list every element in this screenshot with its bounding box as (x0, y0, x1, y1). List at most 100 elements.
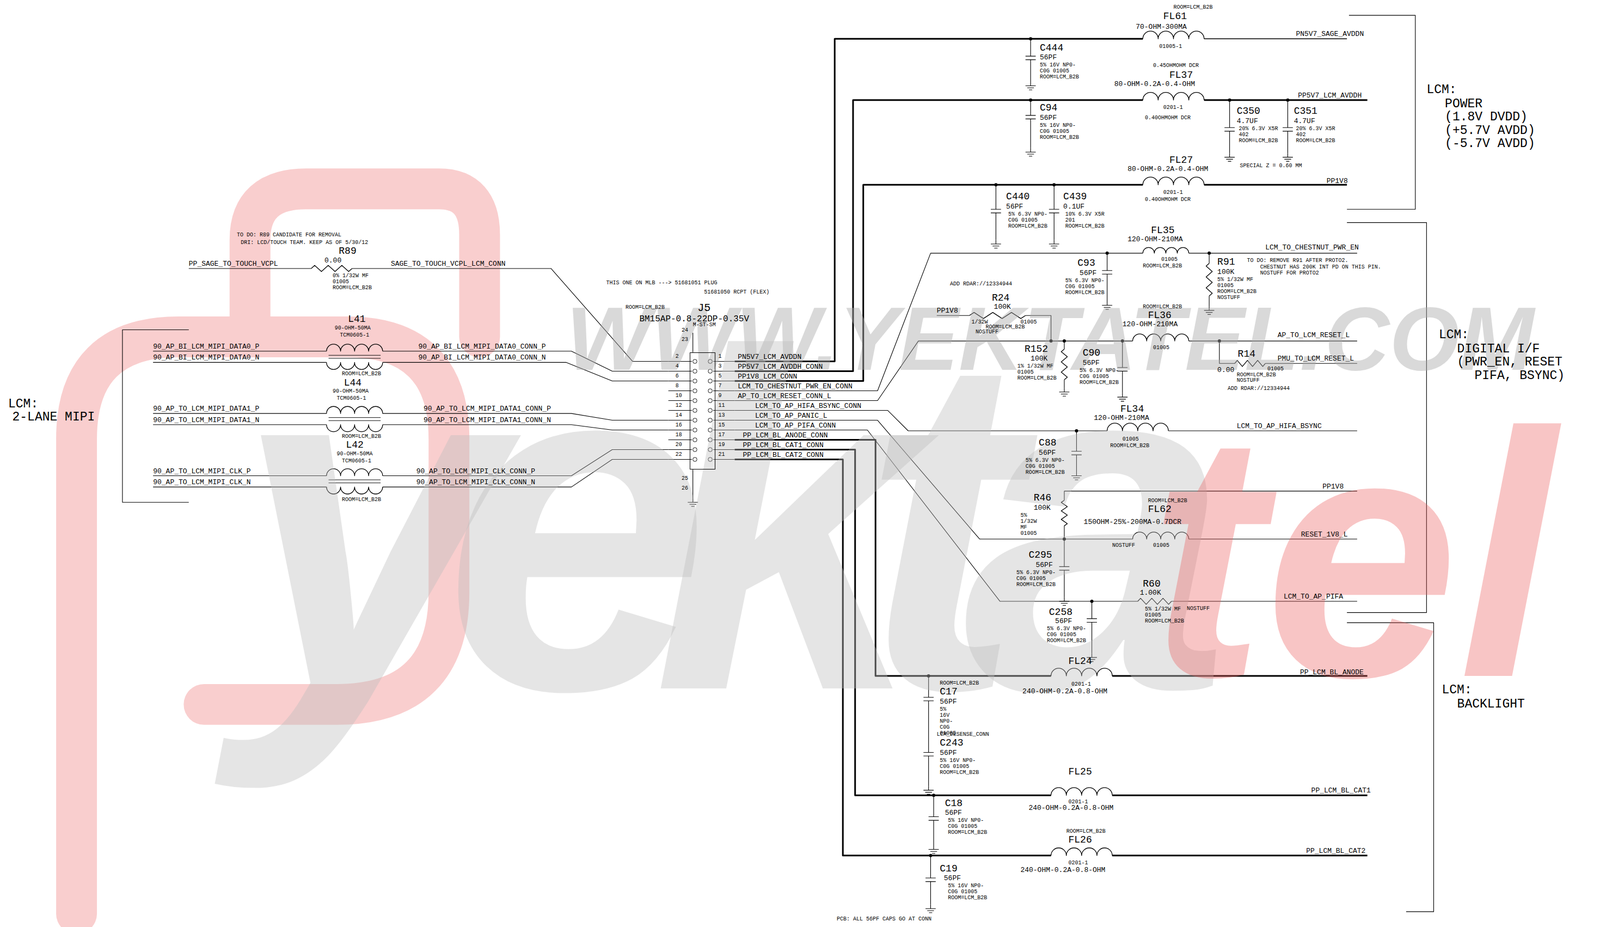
wire (382, 424, 669, 431)
pin-contact (693, 457, 697, 462)
junction-dot (1062, 339, 1066, 343)
net-name: PP_LCM_BL_CAT2_CONN (743, 451, 824, 459)
ground-symbol (923, 785, 934, 794)
wire (1188, 538, 1358, 539)
part-spec: 5% 6.3V NP0-C0G 01005 ROOM=LCM_B2B (1025, 457, 1065, 476)
pin-stub (668, 380, 692, 382)
ref-designator: C18 (945, 798, 963, 808)
wire (1064, 490, 1358, 492)
capacitor-symbol (925, 855, 936, 905)
note-text: 90-OHM-50MA (332, 388, 369, 395)
wire (734, 340, 1133, 401)
wire (734, 430, 1138, 602)
part-number: BM15AP-0.8-22DP-0.35V (639, 314, 750, 324)
resistor-symbol (1061, 499, 1068, 526)
wire (734, 253, 1144, 391)
bracket (1346, 15, 1416, 210)
ground-symbol (1025, 81, 1036, 90)
part-value: 4.7UF (1294, 117, 1316, 125)
note-text: 2 (675, 353, 679, 360)
wire (152, 475, 327, 476)
net-name: PP_LCM_BL_CAT1 (1311, 786, 1371, 794)
note-text: 01005 (1153, 345, 1170, 351)
part-spec: 5% 16V NP0-C0G 01005 ROOM=LCM_B2B (947, 817, 988, 836)
wire (382, 362, 669, 381)
net-name: 90_AP_TO_LCM_MIPI_CLK_P (152, 467, 251, 475)
note-text: 6 (675, 373, 679, 379)
part-value: 56PF (1039, 53, 1057, 61)
bracket (1346, 622, 1434, 911)
pin-stub (713, 409, 735, 411)
watermark: tel (1148, 381, 1556, 730)
note-text: 9 (718, 393, 722, 399)
part-value: 56PF (1035, 561, 1053, 569)
note-text: ROOM=LCM_B2B (341, 433, 382, 440)
note-text: ADD RDAR://12334944 (949, 281, 1013, 287)
note-text: ADD RDAR://12334944 (1227, 385, 1290, 392)
capacitor-symbol (1086, 601, 1097, 654)
pin-contact (693, 427, 697, 432)
note-text: NOSTUFF FOR PROTO2 (1260, 270, 1320, 277)
note-text: 16 (675, 422, 683, 428)
pin-stub (668, 409, 692, 411)
part-value: 80-OHM-0.2A-0.4-OHM (1114, 80, 1195, 88)
net-name: PP1V8 (1322, 482, 1344, 490)
part-spec: 5% 16V NP0-C0G 01005 ROOM=LCM_B2B (1039, 62, 1080, 81)
net-name: 90_AP_TO_LCM_MIPI_DATA1_CONN_P (423, 405, 551, 413)
capacitor-symbol (990, 184, 1002, 240)
net-name: 90_AP_BI_LCM_MIPI_DATA0_CONN_N (418, 353, 547, 361)
net-name: 90_AP_TO_LCM_MIPI_CLK_CONN_N (416, 478, 536, 486)
junction-dot (928, 853, 933, 857)
part-value: 56PF (939, 749, 957, 757)
note-text: ROOM=LCM_B2B (1173, 4, 1213, 11)
note-text: 01005 (1267, 366, 1284, 372)
capacitor-symbol (928, 794, 940, 845)
part-spec: 5% 1/32W MF 01005 ROOM=LCM_B2B (1144, 605, 1185, 624)
part-value: 56PF (1006, 203, 1023, 211)
part-value: 56PF (1038, 449, 1056, 457)
note-text: 0.45OHMOHM DCR (1153, 63, 1199, 69)
note-text: 0201-1 (1071, 681, 1091, 688)
capacitor-symbol (1025, 100, 1036, 149)
group-heading: (1.8V DVDD) (1444, 111, 1528, 124)
net-name: PP5V7_LCM_AVDDH (1297, 92, 1362, 100)
pin-contact (708, 388, 713, 393)
note-text: 5 (718, 373, 722, 379)
note-text: LCM_DESENSE_CONN (936, 731, 990, 738)
ground-symbol (1049, 239, 1060, 248)
note-text: SPECIAL Z = 0.60 MM (1239, 163, 1302, 169)
net-name: PP1V8_LCM_CONN (737, 372, 798, 380)
inductor-symbol (1051, 787, 1113, 795)
part-spec: 10% 6.3V X5R 201 ROOM=LCM_B2B (1065, 211, 1105, 230)
inductor-symbol (326, 344, 383, 352)
wire (1063, 491, 1065, 501)
net-name: 90_AP_TO_LCM_MIPI_CLK_CONN_P (416, 467, 536, 475)
pin-stub (668, 400, 692, 401)
pin-contact (693, 418, 697, 422)
part-value: 4.7UF (1236, 117, 1259, 125)
ref-designator: R24 (991, 292, 1010, 303)
power-bus (1112, 794, 1368, 796)
ref-designator: FL25 (1068, 766, 1093, 777)
inductor-symbol (1132, 531, 1189, 539)
pin-contact (708, 398, 713, 403)
junction-dot (1120, 339, 1125, 343)
inductor-symbol (1142, 176, 1204, 185)
capacitor-symbol (1025, 38, 1036, 82)
pin-stub (713, 458, 735, 460)
net-name: LCM_TO_CHESTNUT_PWR_EN_CONN (737, 382, 853, 390)
group-heading: LCM: (1442, 683, 1473, 697)
note-text: 26 (681, 485, 689, 492)
net-name: PP1V8 (1326, 177, 1348, 185)
note-text: ROOM=LCM_B2B (1066, 828, 1106, 835)
choke-core (328, 417, 382, 421)
part-spec: 20% 6.3V X5R 402 ROOM=LCM_B2B (1295, 125, 1335, 144)
junction-dot (1028, 98, 1033, 102)
pin-stub (713, 429, 735, 431)
net-name: 90_AP_TO_LCM_MIPI_DATA1_P (152, 405, 260, 413)
power-bus (734, 38, 1144, 361)
pin-contact (708, 457, 713, 462)
wire (152, 350, 327, 352)
net-name: 90_AP_TO_LCM_MIPI_CLK_N (152, 478, 251, 486)
ref-designator: C439 (1063, 191, 1087, 202)
